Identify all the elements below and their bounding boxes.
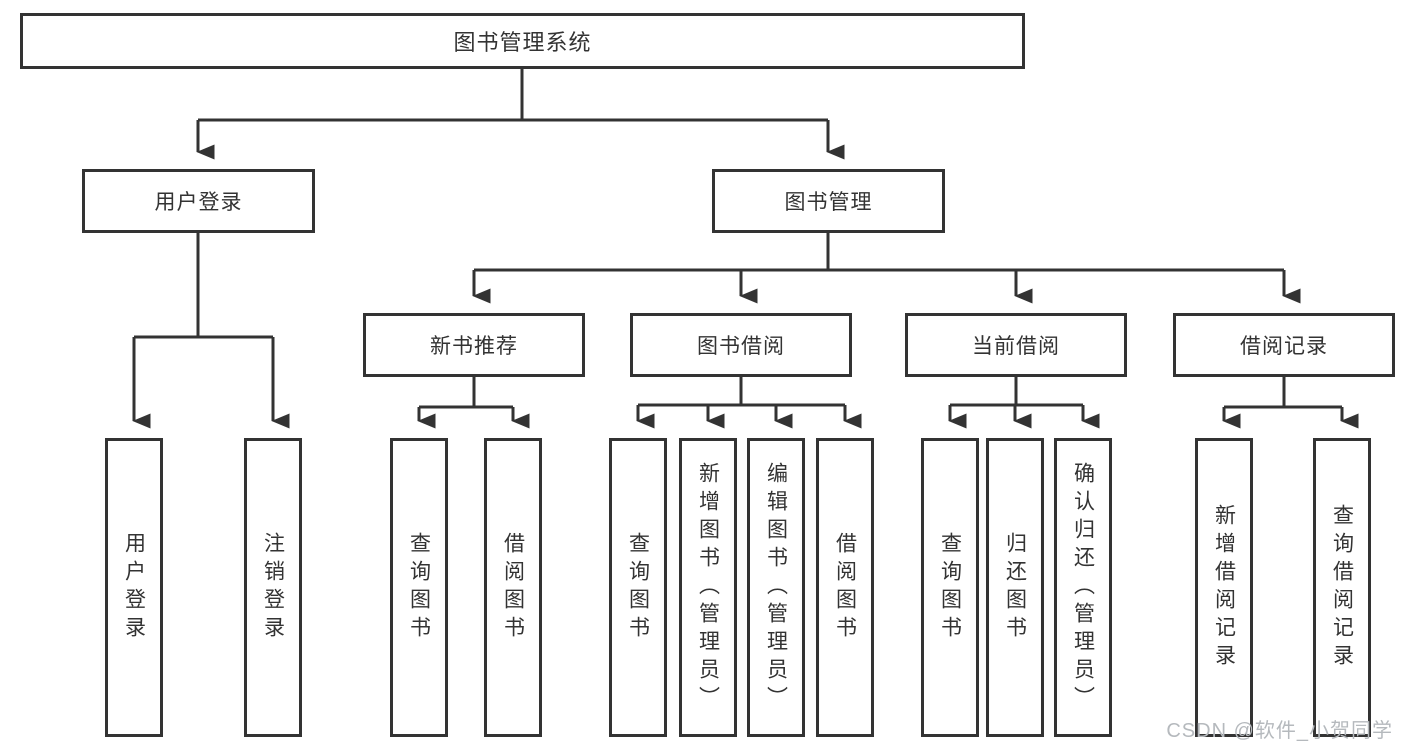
node-leaf-return-book: 归还图书 — [986, 438, 1044, 737]
node-book-management-label: 图书管理 — [784, 191, 873, 214]
node-user-login: 用户登录 — [82, 169, 315, 233]
node-leaf-confirm-return-admin-label: 确认归还（管理员） — [1071, 461, 1095, 714]
node-leaf-query-books-1: 查询图书 — [390, 438, 448, 737]
node-leaf-borrow-books-2-label: 借阅图书 — [833, 531, 857, 644]
watermark: CSDN @软件_小贺同学 — [1166, 720, 1393, 742]
node-leaf-logout: 注销登录 — [244, 438, 302, 737]
node-current-borrow-label: 当前借阅 — [972, 335, 1060, 358]
node-leaf-borrow-books-1-label: 借阅图书 — [501, 531, 525, 644]
node-new-book-recommend: 新书推荐 — [363, 313, 585, 377]
node-leaf-query-books-2: 查询图书 — [609, 438, 667, 737]
node-leaf-query-borrow-record-label: 查询借阅记录 — [1330, 503, 1354, 672]
node-leaf-edit-book-admin-label: 编辑图书（管理员） — [764, 461, 788, 714]
node-leaf-edit-book-admin: 编辑图书（管理员） — [747, 438, 805, 737]
node-root-label: 图书管理系统 — [453, 30, 592, 55]
node-current-borrow: 当前借阅 — [905, 313, 1127, 377]
node-new-book-recommend-label: 新书推荐 — [430, 335, 518, 358]
node-borrow-records-label: 借阅记录 — [1240, 335, 1328, 358]
node-borrow-records: 借阅记录 — [1173, 313, 1395, 377]
node-root: 图书管理系统 — [20, 13, 1025, 69]
node-leaf-query-books-1-label: 查询图书 — [407, 531, 431, 644]
node-leaf-return-book-label: 归还图书 — [1003, 531, 1027, 644]
node-leaf-user-login-label: 用户登录 — [122, 531, 146, 644]
node-leaf-add-book-admin-label: 新增图书（管理员） — [696, 461, 720, 714]
node-book-borrow-label: 图书借阅 — [697, 335, 785, 358]
node-leaf-query-books-3-label: 查询图书 — [938, 531, 962, 644]
node-leaf-borrow-books-1: 借阅图书 — [484, 438, 542, 737]
node-leaf-confirm-return-admin: 确认归还（管理员） — [1054, 438, 1112, 737]
node-leaf-add-borrow-record-label: 新增借阅记录 — [1212, 503, 1236, 672]
node-leaf-query-borrow-record: 查询借阅记录 — [1313, 438, 1371, 737]
node-leaf-borrow-books-2: 借阅图书 — [816, 438, 874, 737]
node-leaf-add-borrow-record: 新增借阅记录 — [1195, 438, 1253, 737]
node-book-borrow: 图书借阅 — [630, 313, 852, 377]
node-user-login-label: 用户登录 — [154, 191, 243, 214]
node-book-management: 图书管理 — [712, 169, 945, 233]
node-leaf-user-login: 用户登录 — [105, 438, 163, 737]
node-leaf-add-book-admin: 新增图书（管理员） — [679, 438, 737, 737]
node-leaf-query-books-3: 查询图书 — [921, 438, 979, 737]
node-leaf-logout-label: 注销登录 — [261, 531, 285, 644]
node-leaf-query-books-2-label: 查询图书 — [626, 531, 650, 644]
